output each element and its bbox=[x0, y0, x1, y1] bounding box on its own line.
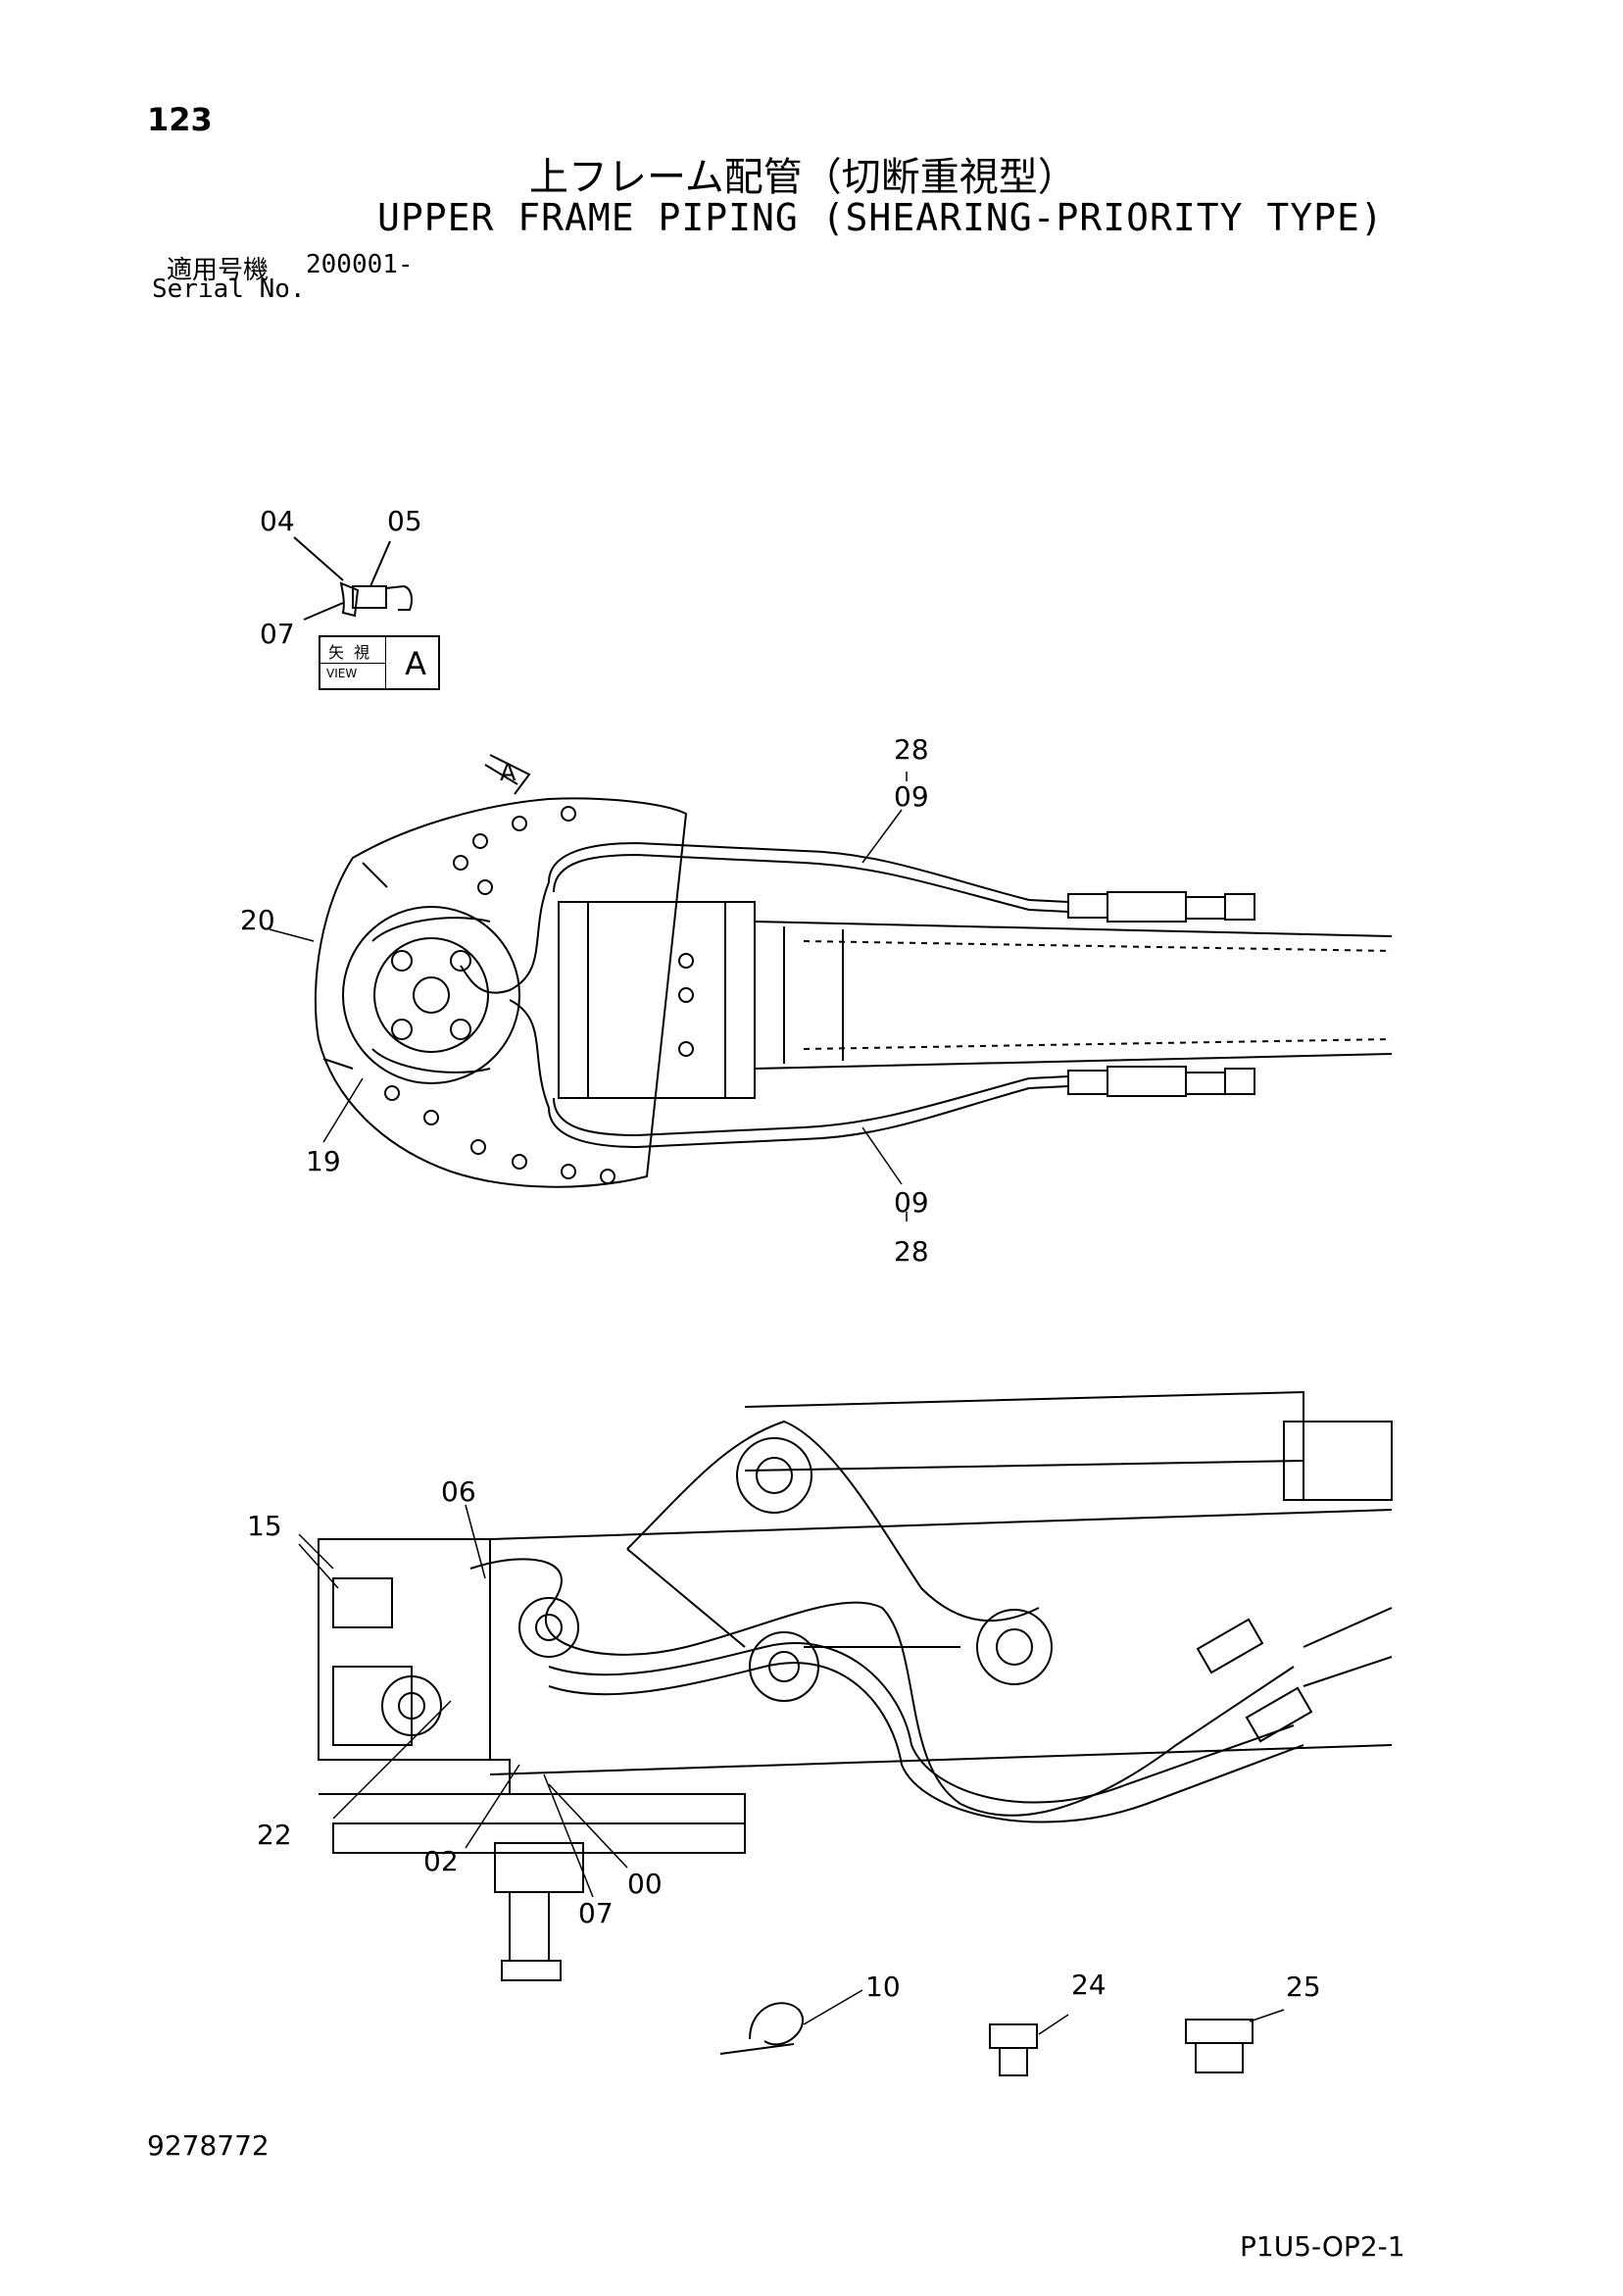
callout-06: 06 bbox=[441, 1475, 476, 1508]
view-label-kanji: 矢視 bbox=[328, 643, 380, 662]
callout-00: 00 bbox=[627, 1868, 663, 1900]
callout-28: 28 bbox=[894, 1235, 929, 1268]
top-view-leaders bbox=[269, 772, 908, 1222]
title-japanese: 上フレーム配管（切断重視型） bbox=[529, 155, 1077, 200]
callout-09: 09 bbox=[894, 1186, 929, 1219]
callout-22: 22 bbox=[257, 1819, 292, 1851]
callout-10: 10 bbox=[865, 1971, 901, 2003]
side-view bbox=[318, 1390, 1393, 1981]
callout-05: 05 bbox=[387, 505, 422, 537]
callout-20: 20 bbox=[240, 904, 275, 936]
view-label-english: VIEW bbox=[326, 667, 358, 680]
sheet-code: P1U5-OP2-1 bbox=[1240, 2230, 1405, 2263]
callout-04: 04 bbox=[260, 505, 295, 537]
callout-07: 07 bbox=[578, 1897, 614, 1929]
callout-15: 15 bbox=[247, 1510, 282, 1542]
serial-label-japanese: 適用号機 bbox=[167, 256, 270, 285]
title-english: UPPER FRAME PIPING (SHEARING-PRIORITY TY… bbox=[377, 196, 1384, 239]
callout-02: 02 bbox=[423, 1845, 459, 1877]
top-view-frame bbox=[314, 754, 1393, 1188]
callout-07: 07 bbox=[260, 618, 295, 650]
callout-24: 24 bbox=[1071, 1969, 1107, 2001]
side-view-leaders bbox=[298, 1504, 628, 1898]
view-a-label: 矢視 VIEW A bbox=[319, 635, 440, 690]
callout-28: 28 bbox=[894, 733, 929, 766]
view-marker-letter: A bbox=[500, 759, 516, 786]
callout-25: 25 bbox=[1286, 1971, 1321, 2003]
loose-parts bbox=[719, 1989, 1285, 2076]
callout-19: 19 bbox=[306, 1145, 341, 1177]
serial-value: 200001- bbox=[306, 250, 414, 279]
view-a-detail bbox=[293, 536, 413, 621]
view-label-letter: A bbox=[405, 645, 426, 682]
serial-label-english: Serial No. bbox=[152, 275, 306, 304]
callout-09: 09 bbox=[894, 780, 929, 813]
page-number: 123 bbox=[147, 101, 213, 138]
document-number: 9278772 bbox=[147, 2129, 270, 2162]
